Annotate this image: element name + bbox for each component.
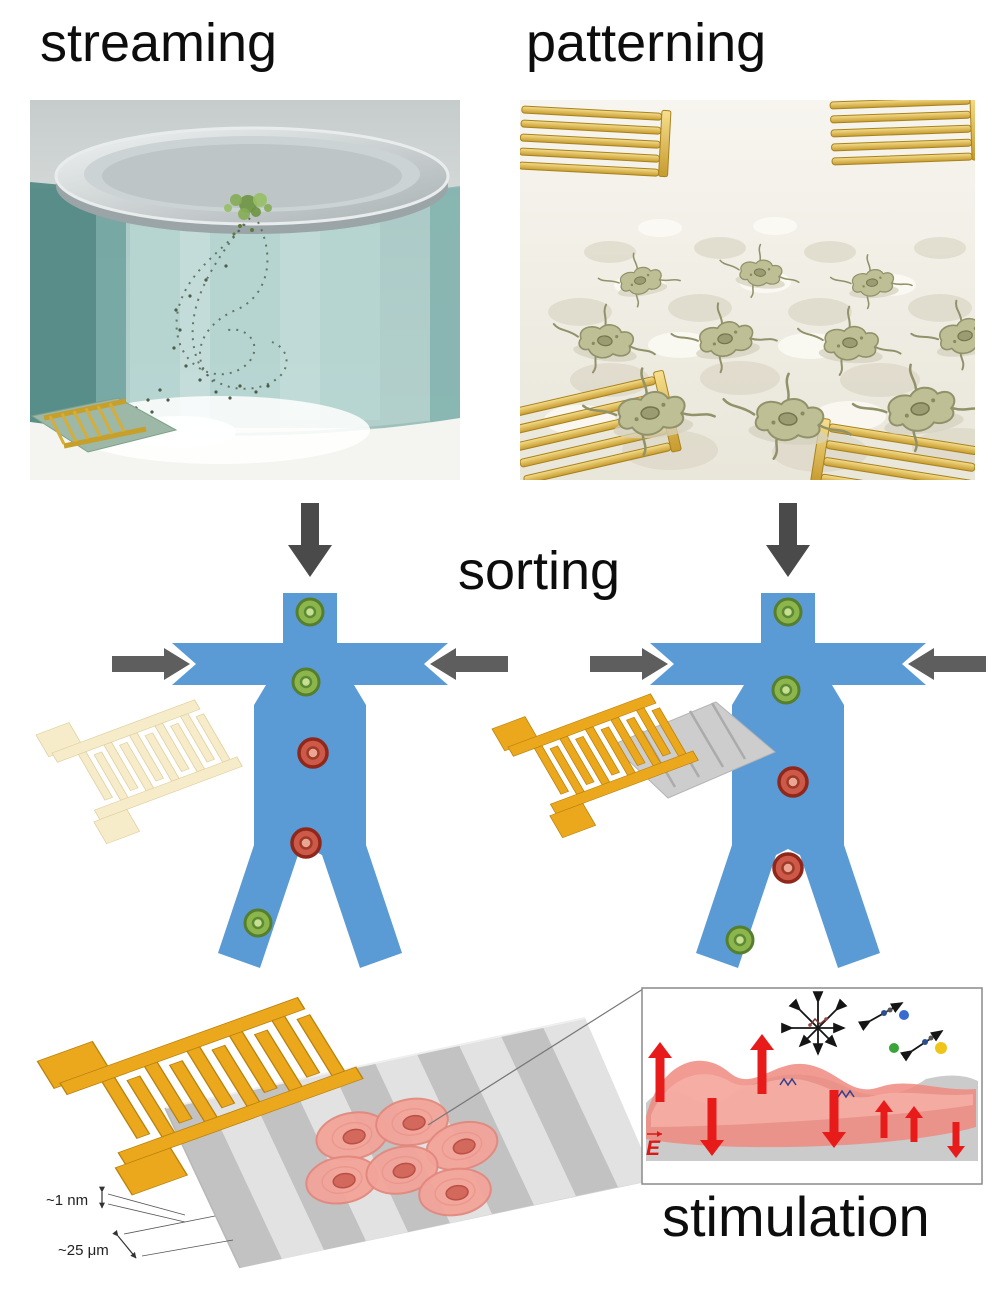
transducer-disc: [54, 126, 450, 234]
sorting-channel-left: [172, 593, 448, 968]
algae-cluster: [224, 193, 272, 236]
corrugation-period-annotation: ~25 μm: [58, 1215, 234, 1259]
streaming-label: streaming: [40, 13, 278, 73]
green-cell: [773, 597, 803, 627]
red-cell: [772, 852, 804, 884]
efield-arrows: [648, 1034, 965, 1158]
vibrating-molecule-1: [857, 1002, 904, 1032]
sorting-label: sorting: [458, 541, 621, 601]
molecule-structure: [808, 1017, 828, 1027]
membrane-molecule-squiggles: [779, 1077, 855, 1099]
green-cell: [295, 597, 325, 627]
idt-inactive: [35, 676, 256, 847]
yellow-particle: [935, 1042, 947, 1054]
green-particle: [889, 1043, 899, 1053]
inlet-flow-arrow-left: [288, 503, 332, 577]
red-cell: [297, 737, 329, 769]
tumbling-molecule-star: [781, 991, 848, 1056]
inlet-flow-arrow-right: [766, 503, 810, 577]
sheath-arrow-right-1: [430, 648, 508, 680]
patterning-illustration: [520, 100, 975, 480]
green-cell: [771, 675, 801, 705]
film-thickness-annotation: ~1 nm: [46, 1186, 186, 1223]
red-cell: [777, 766, 809, 798]
green-cell: [291, 667, 321, 697]
green-cell: [243, 908, 273, 938]
sheath-arrow-left-2: [590, 648, 668, 680]
sheath-arrow-left-1: [112, 648, 190, 680]
patterning-label: patterning: [526, 13, 767, 73]
corrugation-period-label: ~25 μm: [58, 1242, 109, 1259]
efield-vector-label: E: [646, 1131, 662, 1160]
gold-electrode-bottom-right: [810, 417, 975, 480]
gold-electrode-top-right: [829, 100, 975, 166]
film-thickness-label: ~1 nm: [46, 1192, 88, 1209]
cell-membrane-highlight: [651, 1074, 973, 1127]
gold-electrode-top-left: [520, 105, 672, 178]
vibrating-molecule-2: [900, 1030, 944, 1062]
streaming-illustration: [30, 100, 460, 480]
sheath-arrow-right-2: [908, 648, 986, 680]
stimulation-illustration: ~1 nm ~25 μm: [36, 985, 983, 1269]
idt-active: [491, 670, 712, 841]
green-cell: [725, 925, 755, 955]
red-cell: [290, 827, 322, 859]
blue-particle: [899, 1010, 909, 1020]
efield-letter: E: [646, 1137, 661, 1160]
zoom-connector-line: [427, 988, 644, 1126]
sorting-illustration: [35, 503, 986, 968]
idt-chip: [30, 397, 236, 453]
stimulation-label: stimulation: [662, 1185, 930, 1248]
particle-stream: [134, 217, 288, 414]
